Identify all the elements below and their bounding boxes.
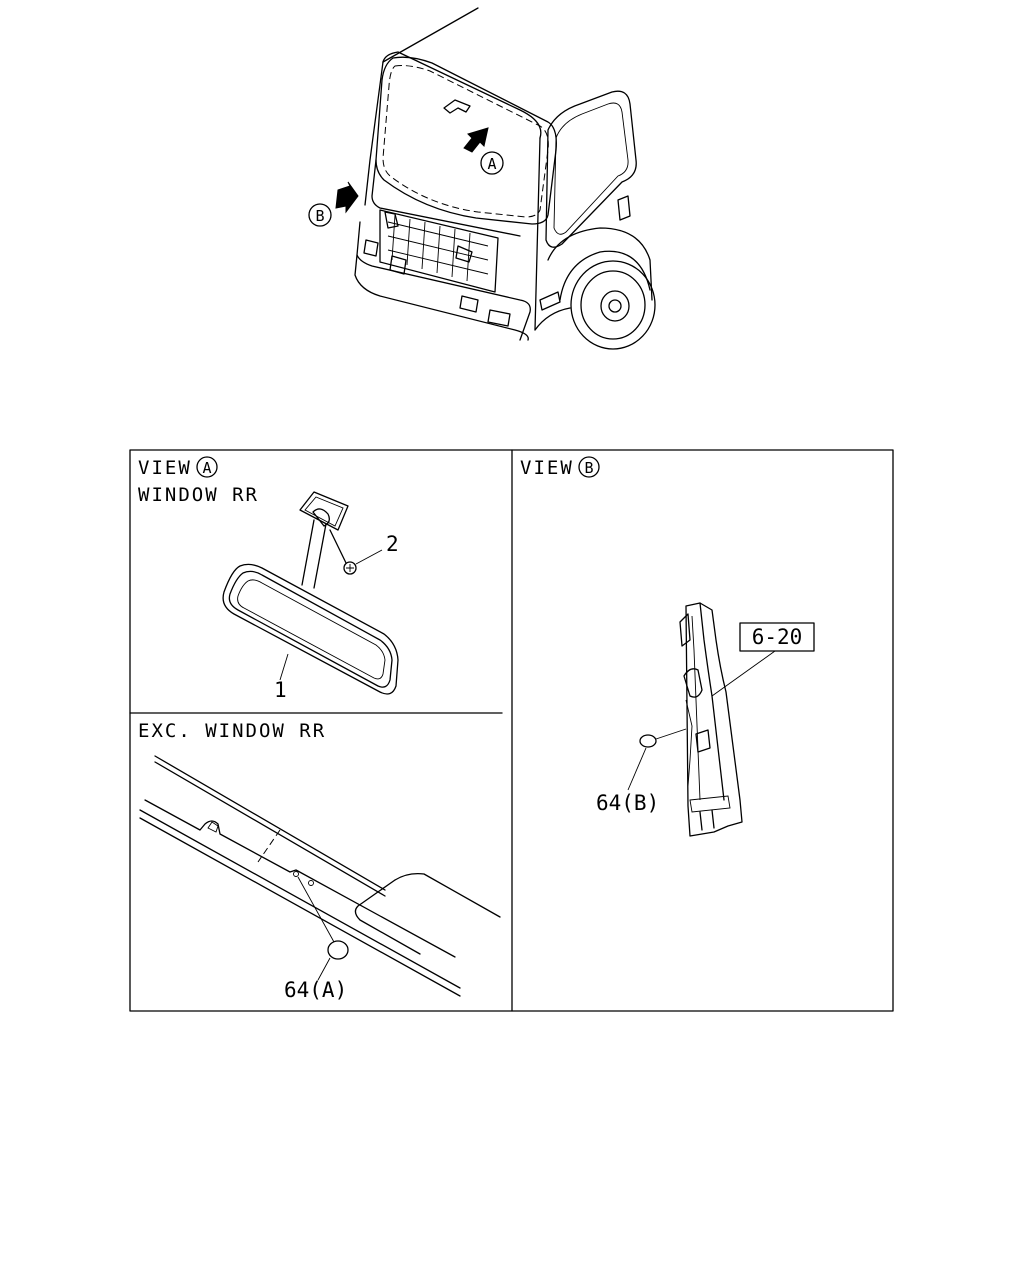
part-number-2-screw: 2	[386, 532, 399, 556]
view-b-label: VIEW	[520, 457, 574, 479]
panel-exc-window-rr: EXC. WINDOW RR 64(A)	[138, 720, 501, 1002]
rear-view-mirror-drawing	[222, 491, 399, 695]
roof-panel-drawing	[139, 755, 501, 997]
view-a-marker: A	[202, 459, 211, 477]
exc-window-rr-label: EXC. WINDOW RR	[138, 720, 326, 742]
reference-box-6-20: 6-20	[752, 625, 803, 649]
overview-marker-b: B	[315, 207, 324, 225]
panel-view-a: VIEW A WINDOW RR 2 1	[138, 456, 399, 702]
view-b-marker: B	[584, 459, 593, 477]
part-number-64a: 64(A)	[284, 978, 347, 1002]
overview-marker-a: A	[487, 155, 496, 173]
truck-cab-illustration: A B	[308, 7, 656, 350]
panel-view-b: VIEW B 6-20 64(B)	[520, 456, 815, 837]
window-rr-label: WINDOW RR	[138, 484, 259, 506]
part-number-64b: 64(B)	[596, 791, 659, 815]
detail-frame	[129, 449, 894, 1012]
part-number-1-mirror: 1	[274, 678, 287, 702]
view-a-label: VIEW	[138, 457, 192, 479]
pillar-panel-drawing	[679, 602, 743, 837]
